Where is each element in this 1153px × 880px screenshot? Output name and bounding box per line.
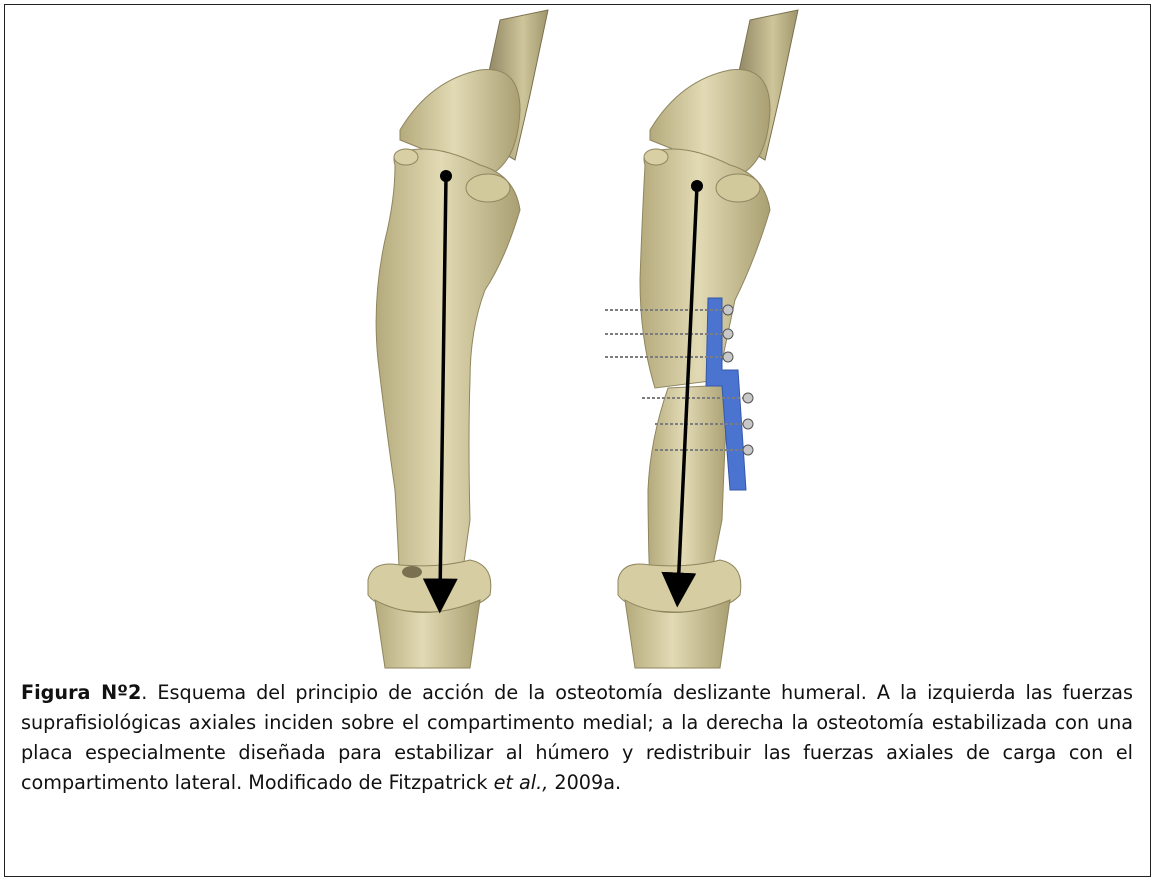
screw-head [743, 393, 753, 403]
caption-italic: et al., [494, 771, 549, 794]
right-humerus-lower [648, 385, 728, 590]
caption-year: 2009a. [548, 771, 621, 794]
screw-head [743, 419, 753, 429]
left-humerus-shaft [376, 149, 520, 590]
left-humerus-illustration [368, 10, 548, 668]
screw-head [723, 329, 733, 339]
screw-head [743, 445, 753, 455]
figure-illustration [0, 0, 1153, 675]
screw-head [723, 352, 733, 362]
right-humerus-illustration [605, 10, 798, 668]
figure-caption: Figura Nº2. Esquema del principio de acc… [21, 678, 1133, 798]
screw-head [723, 305, 733, 315]
caption-label: Figura Nº2 [21, 681, 141, 704]
